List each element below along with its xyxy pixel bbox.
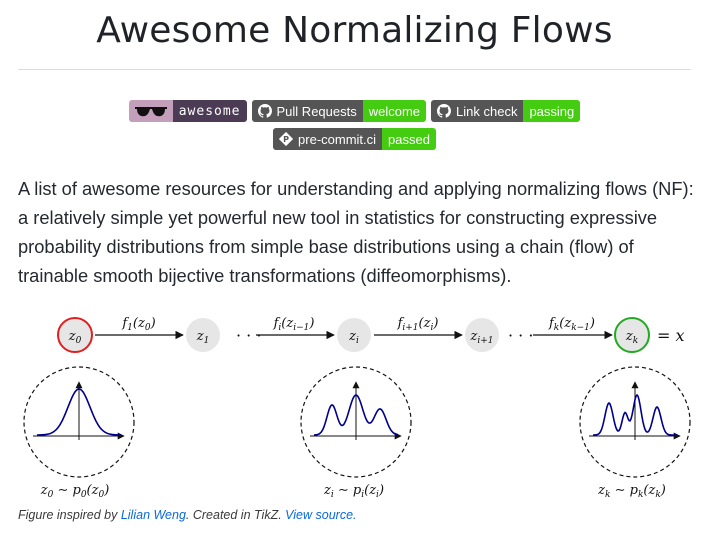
svg-text:f1(z0): f1(z0) [121,316,155,333]
ellipsis: · · · [236,326,261,345]
page-title: Awesome Normalizing Flows [96,10,613,51]
label-p0: z0 ∼ p0(z0) [40,483,110,500]
density-pk [579,366,691,478]
svg-text:fi+1(zi): fi+1(zi) [397,316,439,333]
flow-diagram: z0 z1 zi zi+1 zk = x f1(z0) · · · fi(zi−… [0,300,709,510]
figure-caption: Figure inspired by Lilian Weng. Created … [18,508,357,522]
equals-x: = x [657,326,685,345]
precommit-badge[interactable]: P pre-commit.ci passed [273,128,436,150]
node-z0: z0 [57,317,93,353]
density-pi [300,366,412,478]
label-pk: zk ∼ pk(zk) [597,483,666,500]
title-divider [18,69,691,70]
badge-row: awesome Pull Requests welcome Link check… [0,100,709,122]
node-zi: zi [337,318,371,352]
node-z1: z1 [186,318,220,352]
link-check-badge[interactable]: Link check passing [431,100,581,122]
ellipsis: · · · [508,326,533,345]
view-source-link[interactable]: View source. [285,508,357,522]
svg-text:fi(zi−1): fi(zi−1) [273,316,315,333]
svg-text:P: P [283,135,289,144]
github-icon [437,104,452,118]
svg-text:zi: zi [348,329,359,346]
github-icon [257,104,272,118]
node-zk: zk [614,317,650,353]
node-zi1: zi+1 [465,318,499,352]
pull-requests-badge[interactable]: Pull Requests welcome [251,100,427,122]
badge-row-2: P pre-commit.ci passed [0,128,709,150]
label-pi: zi ∼ pi(zi) [323,483,384,500]
density-p0 [23,366,135,478]
sunglasses-icon [128,100,173,122]
description: A list of awesome resources for understa… [18,178,694,286]
precommit-icon: P [279,132,294,146]
svg-text:fk(zk−1): fk(zk−1) [548,316,595,333]
awesome-badge[interactable]: awesome [128,100,247,122]
author-link[interactable]: Lilian Weng [120,508,186,522]
